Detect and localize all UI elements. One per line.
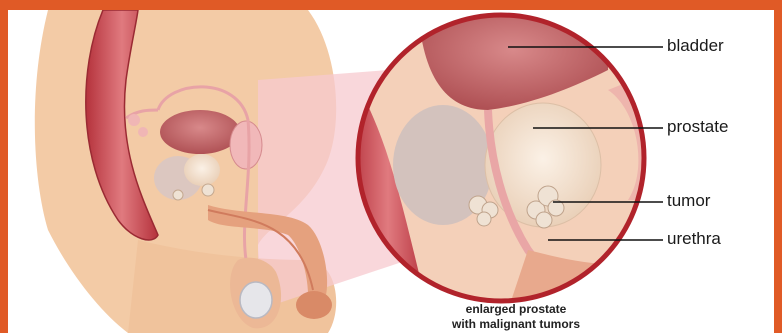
bladder-label: bladder — [667, 36, 724, 56]
tumor-label: tumor — [667, 191, 710, 211]
zoom-view — [348, 10, 658, 310]
gland-small — [128, 114, 140, 126]
diagram-caption: enlarged prostate with malignant tumors — [400, 302, 632, 332]
glans — [296, 291, 332, 319]
small-bladder — [160, 110, 240, 154]
urethra-label: urethra — [667, 229, 721, 249]
gland-small — [138, 127, 148, 137]
small-prostate-core — [184, 154, 220, 186]
testis — [240, 282, 272, 318]
caption-line-2: with malignant tumors — [400, 317, 632, 332]
caption-line-1: enlarged prostate — [400, 302, 632, 317]
small-tumor — [202, 184, 214, 196]
anatomy-illustration — [8, 10, 774, 333]
small-tumor — [173, 190, 183, 200]
seminal-vesicle — [230, 121, 262, 169]
prostate-label: prostate — [667, 117, 728, 137]
diagram-canvas: bladder prostate tumor urethra enlarged … — [8, 10, 774, 333]
